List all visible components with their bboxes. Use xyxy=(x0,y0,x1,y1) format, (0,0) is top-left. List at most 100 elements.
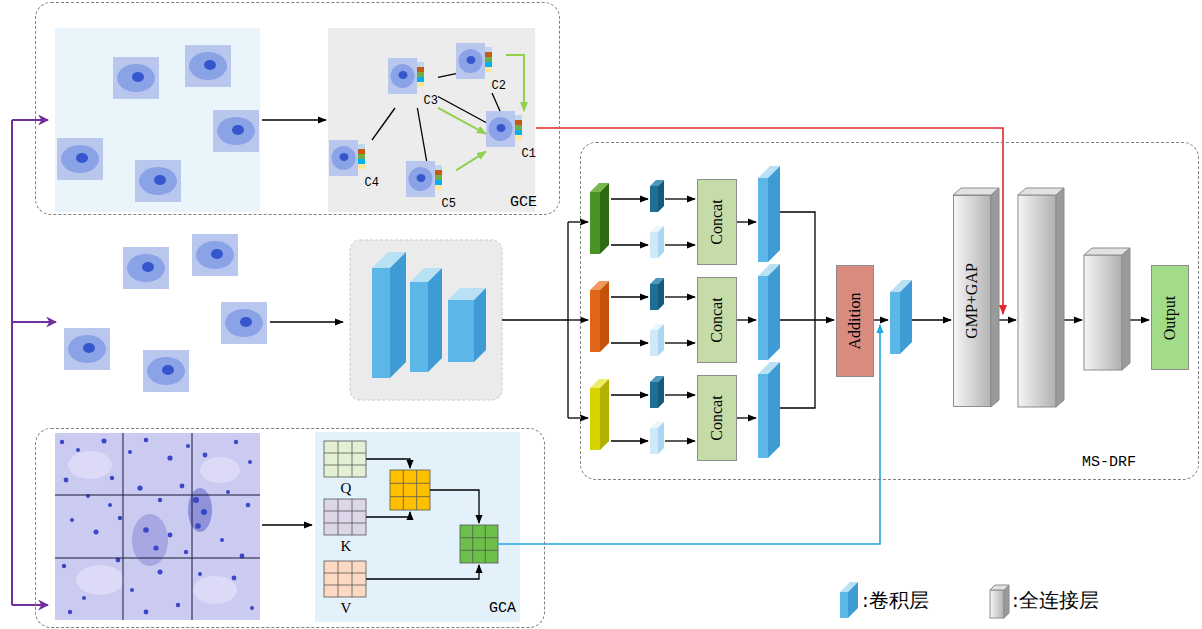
cnn-backbone xyxy=(390,252,406,378)
scale-feature-map xyxy=(590,388,600,450)
graph-connector xyxy=(536,128,1003,314)
gca-region xyxy=(315,432,520,622)
scale-feature-map xyxy=(600,183,609,254)
legend-text: :卷积层 xyxy=(862,586,929,614)
smear-image xyxy=(201,509,207,515)
gca-region xyxy=(315,432,520,622)
smear-image xyxy=(232,576,237,581)
smear-image xyxy=(158,498,162,502)
purple-input-bus xyxy=(12,604,48,606)
smear-image xyxy=(64,478,69,483)
layer-box: Concat xyxy=(697,375,737,461)
branch-arrow xyxy=(780,320,815,408)
gce-regions xyxy=(55,28,535,212)
graph-cell-image xyxy=(456,43,492,79)
layer-label: Output xyxy=(1161,295,1179,339)
branch-arrow xyxy=(665,342,695,343)
conv-layer-block xyxy=(900,280,912,354)
attention-arrow xyxy=(366,565,479,579)
flow-arrow xyxy=(262,524,312,525)
graph-connector xyxy=(456,152,486,171)
purple-input-bus xyxy=(12,119,48,121)
smear-image xyxy=(76,448,80,452)
smear-image xyxy=(118,516,122,520)
graph-connector xyxy=(417,108,426,161)
smear-image xyxy=(55,495,260,496)
branch-arrow xyxy=(611,198,648,199)
branch-arrow xyxy=(1130,319,1149,320)
graph-cell-image xyxy=(486,111,522,147)
layer-box: Concat xyxy=(697,179,737,265)
branch-arrow xyxy=(999,319,1016,320)
branch-arrow xyxy=(665,394,695,395)
layer-label: Concat xyxy=(708,199,726,244)
smear-image xyxy=(200,457,240,483)
cell-label: C4 xyxy=(365,176,379,190)
attention-matrix: V xyxy=(324,561,368,617)
cell-image xyxy=(123,247,169,289)
cell-image xyxy=(64,328,110,370)
graph-cell-node: C5 xyxy=(406,161,456,211)
smear-image xyxy=(70,518,74,522)
graph-connector xyxy=(438,97,486,123)
smear-image xyxy=(246,503,251,508)
smear-image xyxy=(184,550,188,554)
legend-text: :全连接层 xyxy=(1012,586,1099,614)
dilated-branch-block xyxy=(650,284,658,310)
cell-image xyxy=(192,234,238,276)
branch-arrow xyxy=(912,319,951,320)
attention-arrow xyxy=(366,459,410,468)
legend-conv-icon xyxy=(840,582,858,618)
flow-arrow xyxy=(270,321,343,322)
cell-image xyxy=(221,302,267,344)
cell-image xyxy=(57,45,259,202)
cnn-backbone xyxy=(428,268,442,372)
smear-image xyxy=(55,433,260,620)
dilated-branch-block xyxy=(650,180,664,454)
branch-arrow xyxy=(611,296,648,297)
smear-image xyxy=(167,455,172,460)
cell-label: C2 xyxy=(492,79,506,93)
branch-arrow xyxy=(874,319,888,320)
layer-label: V xyxy=(341,600,352,617)
module-label: GCA xyxy=(489,600,516,617)
smear-image xyxy=(220,538,224,542)
dilated-branch-block xyxy=(650,428,658,454)
smear-image xyxy=(248,460,252,464)
graph-cell-image xyxy=(329,43,522,197)
cnn-backbone xyxy=(350,240,502,400)
smear-image xyxy=(110,476,114,480)
attention-matrix-grid xyxy=(460,525,498,563)
graph-cell-node: C2 xyxy=(456,43,506,93)
attention-matrix-grid xyxy=(460,525,498,563)
cell-image xyxy=(57,138,103,180)
branch-arrow xyxy=(665,198,695,199)
smear-image xyxy=(158,570,163,575)
smear-image xyxy=(68,610,72,614)
smear-image xyxy=(144,438,149,443)
scale-feature-map xyxy=(600,281,609,352)
dilated-branch-block xyxy=(658,180,664,212)
smear-image xyxy=(108,503,112,507)
layer-box: GMP+GAP xyxy=(953,195,991,407)
cnn-backbone xyxy=(350,240,502,400)
branch-arrow xyxy=(568,319,588,320)
smear-image xyxy=(250,606,254,610)
graph-connector xyxy=(438,108,486,134)
smear-image xyxy=(193,497,199,503)
branch-arrow xyxy=(780,212,815,320)
cell-label: C1 xyxy=(522,147,536,161)
branch-arrow xyxy=(568,221,588,222)
smear-image xyxy=(130,588,134,592)
graph-cell-image xyxy=(329,140,365,176)
legend-fc-icon xyxy=(990,585,1009,618)
scale-feature-map xyxy=(590,290,600,352)
branch-arrow xyxy=(611,394,648,395)
graph-cell-node: C3 xyxy=(388,58,438,108)
dilated-branch-block xyxy=(658,278,664,310)
attention-matrix-grid xyxy=(324,561,366,597)
scale-feature-map xyxy=(590,192,600,254)
flow-arrow xyxy=(262,119,326,120)
